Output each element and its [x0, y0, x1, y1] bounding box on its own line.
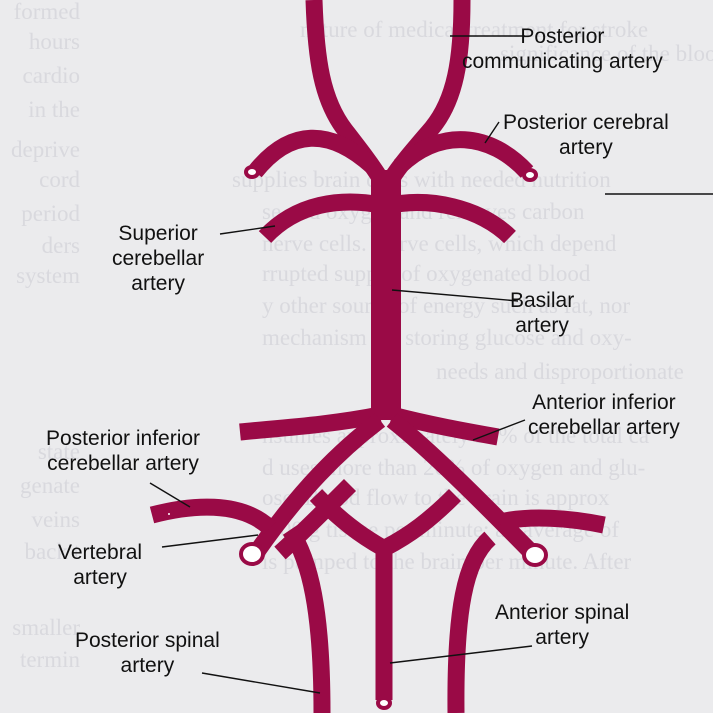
left-posterior-cerebral-lumen	[244, 165, 260, 179]
background-margin-word: cord	[39, 167, 80, 192]
background-margin-word: hours	[28, 29, 80, 54]
background-text-line: significance of the blood	[500, 41, 713, 66]
left-superior-cerebellar-artery	[258, 193, 388, 244]
label-posterior-spinal-artery: Posterior spinal artery	[75, 629, 220, 677]
leader-anterior-spinal	[389, 645, 533, 664]
right-vertebral-artery	[386, 413, 539, 559]
background-margin-word: deprive	[11, 137, 80, 162]
right-anterior-inferior-cerebellar-artery	[389, 406, 500, 446]
left-vertebral-lumen	[239, 542, 265, 566]
background-text-line: mechanism for storing glucose and oxy-	[262, 325, 632, 350]
left-vertebral-artery	[249, 413, 386, 558]
background-margin-word: veins	[31, 507, 80, 532]
right-superior-cerebellar-artery	[384, 194, 516, 244]
background-margin-word: state	[37, 439, 80, 464]
right-posterior-spinal-artery	[447, 531, 496, 713]
right-posterior-cerebral-artery	[394, 131, 534, 178]
background-margin-word: smaller	[12, 615, 80, 640]
pica-lumen	[164, 509, 174, 519]
background-text-line: rrupted supply of oxygenated blood	[262, 261, 591, 286]
background-margin-word: formed	[13, 0, 80, 24]
leader-vertebral	[161, 534, 259, 548]
label-basilar-artery: Basilar artery	[510, 289, 575, 337]
label-posterior-inferior-cerebellar-artery: Posterior inferior cerebellar artery	[46, 427, 201, 475]
left-lateral-branch	[274, 478, 357, 560]
label-posterior-cerebral-artery: Posterior cerebral artery	[503, 111, 669, 159]
leader-basilar	[391, 289, 519, 302]
background-margin-word: ders	[41, 233, 80, 258]
right-vertebral-lumen	[522, 543, 548, 567]
background-margin-word: period	[21, 201, 80, 226]
label-anterior-spinal-artery: Anterior spinal artery	[495, 601, 630, 649]
background-margin-word: cardio	[22, 63, 80, 88]
leader-posterior-spinal	[201, 672, 321, 694]
background-text-line: nerve cells. Nerve cells, which depend	[262, 231, 617, 256]
right-anterior-spinal-root	[381, 488, 462, 556]
leader-anterior-inferior-cerebellar	[472, 419, 526, 441]
background-text-line: y other source of energy such as fat, no…	[262, 293, 631, 318]
leader-posterior-inferior-cerebellar	[149, 482, 191, 508]
leader-posterior-cerebral	[484, 121, 500, 144]
background-text-line: nature of medical treatment for stroke	[300, 17, 649, 42]
label-anterior-inferior-cerebellar-artery: Anterior inferior cerebellar artery	[528, 391, 680, 439]
right-posterior-inferior-cerebellar-artery	[498, 509, 606, 534]
background-margin-word: back t	[24, 539, 80, 564]
label-superior-cerebellar-artery: Superior cerebellar artery	[112, 222, 205, 295]
label-posterior-communicating-artery: Posterior communicating artery	[462, 25, 663, 73]
left-posterior-spinal-artery	[282, 525, 331, 713]
anterior-spinal-lumen	[376, 696, 392, 710]
left-anterior-inferior-cerebellar-artery	[239, 406, 382, 441]
right-posterior-cerebral-lumen	[522, 168, 538, 182]
left-posterior-cerebral-artery	[248, 129, 378, 178]
leader-superior-cerebellar	[219, 225, 276, 235]
background-text-line: needs and disproportionate	[436, 359, 684, 384]
background-margin-word: termin	[19, 647, 80, 672]
label-vertebral-artery: Vertebral artery	[58, 541, 143, 589]
background-margin-word: system	[16, 263, 80, 288]
background-text-line: supplies brain cells with needed nutriti…	[232, 167, 611, 192]
background-margin-word: in the	[28, 97, 80, 122]
background-margin-word: genate	[19, 473, 80, 498]
